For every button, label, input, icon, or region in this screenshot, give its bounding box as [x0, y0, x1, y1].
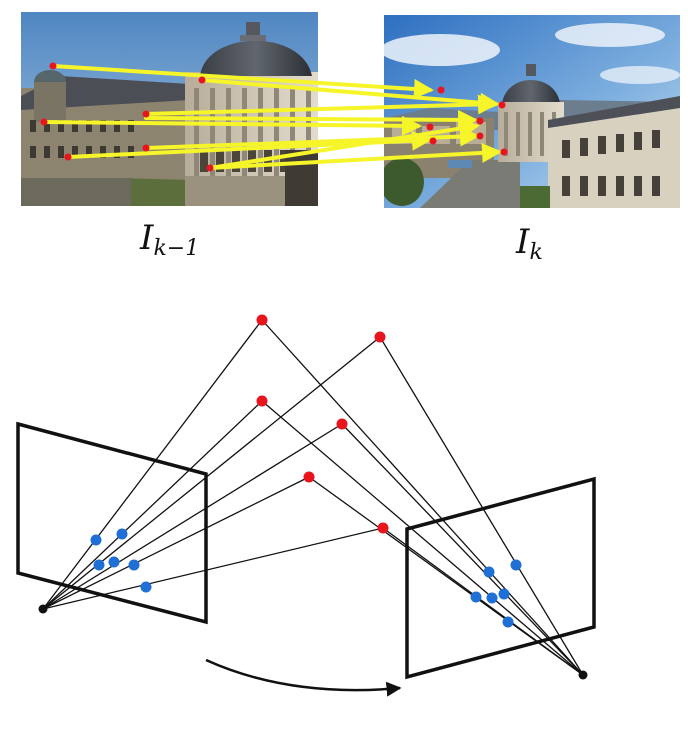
projection-point	[140, 581, 152, 593]
ray	[341, 423, 584, 676]
keypoint	[476, 117, 484, 125]
rays-left-camera	[42, 319, 384, 610]
keypoint	[142, 144, 150, 152]
projection-point	[108, 556, 120, 568]
projections-left-plane	[90, 528, 152, 593]
projection-point	[498, 588, 510, 600]
match-arrow	[208, 118, 480, 170]
ray	[42, 319, 263, 610]
keypoint	[426, 123, 434, 131]
match-arrow	[42, 115, 422, 136]
projection-point	[128, 559, 140, 571]
projection-point	[510, 559, 522, 571]
photo-current-frame	[384, 15, 680, 208]
label-previous-frame: Ik−1	[140, 218, 199, 261]
ray	[379, 336, 584, 676]
keypoint	[40, 118, 48, 126]
match-arrow	[208, 142, 502, 170]
left-camera-center	[38, 604, 48, 614]
curved-arrow-icon	[205, 658, 402, 697]
projection-point	[93, 559, 105, 571]
right-image-plane	[405, 476, 596, 680]
feature-matches	[42, 64, 502, 170]
world-point	[256, 314, 268, 326]
label-cur-sub: k	[529, 240, 543, 265]
keypoint	[476, 132, 484, 140]
ray	[42, 400, 263, 610]
right-camera-center	[578, 670, 588, 680]
keypoint	[142, 110, 150, 118]
match-arrow	[51, 64, 434, 99]
projection-point	[90, 534, 102, 546]
label-cur-main: I	[516, 222, 530, 262]
keypoint	[198, 76, 206, 84]
rays-right-camera	[261, 319, 584, 676]
match-arrow	[144, 94, 498, 116]
keypoint	[64, 153, 72, 161]
world-points	[256, 314, 389, 534]
projection-point	[502, 616, 514, 628]
world-point	[377, 522, 389, 534]
keypoint	[437, 86, 445, 94]
world-point	[256, 395, 268, 407]
left-image-plane	[16, 421, 208, 625]
ray	[382, 527, 584, 676]
projection-point	[486, 592, 498, 604]
world-point	[336, 418, 348, 430]
ray	[42, 423, 343, 610]
projection-point	[116, 528, 128, 540]
keypoint	[429, 137, 437, 145]
world-point	[303, 471, 315, 483]
keypoints-current-frame	[426, 86, 508, 156]
ray	[42, 527, 384, 610]
projection-point	[483, 566, 495, 578]
label-current-frame: Ik	[516, 222, 543, 265]
projection-point	[470, 591, 482, 603]
ray	[42, 476, 310, 610]
keypoint	[500, 148, 508, 156]
match-arrow	[200, 78, 500, 113]
projections-right-plane	[470, 559, 522, 628]
world-point	[374, 331, 386, 343]
keypoint	[49, 62, 57, 70]
keypoint	[498, 101, 506, 109]
label-prev-main: I	[140, 218, 154, 258]
ray	[261, 319, 584, 676]
label-prev-sub: k−1	[153, 236, 200, 261]
keypoints-previous-frame	[40, 62, 214, 172]
match-arrow	[144, 109, 478, 130]
ray	[261, 400, 584, 676]
keypoint	[206, 164, 214, 172]
